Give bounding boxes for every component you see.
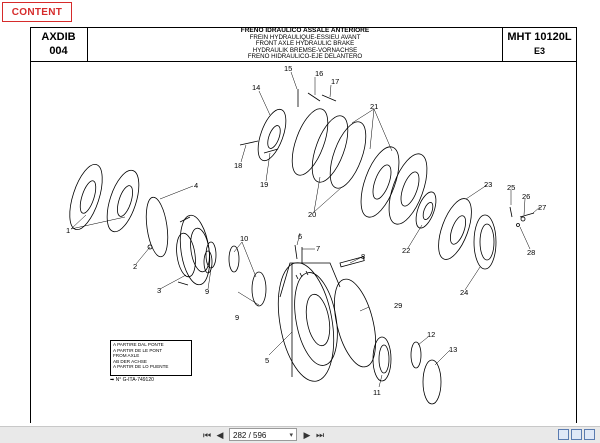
title-code-line-1: AXDIB (41, 31, 76, 43)
callout-26: 26 (522, 192, 530, 201)
skip-first-icon[interactable]: ⏮ (202, 430, 212, 440)
callout-12: 12 (427, 330, 435, 339)
callout-29: 29 (394, 301, 402, 310)
page-value: 282 / 596 (233, 431, 267, 440)
callout-9a: 9 (205, 287, 209, 296)
legend-line-en: FROM AXLE (113, 353, 140, 359)
callout-5: 5 (265, 356, 269, 365)
chevron-down-icon[interactable]: ▾ (289, 432, 293, 439)
callout-17: 17 (331, 77, 339, 86)
callout-28: 28 (527, 248, 535, 257)
title-code: AXDIB 004 (30, 27, 87, 60)
frame-divider-left (87, 27, 88, 61)
serial-note: ➡ N° G-ITA-749120 (110, 377, 154, 383)
callout-18: 18 (234, 161, 242, 170)
single-page-view-icon[interactable] (558, 429, 569, 440)
title-fr: FREIN HYDRAULIQUE-ESSIEU AVANT (249, 33, 361, 41)
callout-15: 15 (284, 64, 292, 73)
page-input[interactable]: 282 / 596 ▾ (229, 428, 297, 441)
title-en: FRONT AXLE HYDRAULIC BRAKE (255, 40, 355, 47)
two-page-view-icon[interactable] (571, 429, 582, 440)
grid-view-icon[interactable] (584, 429, 595, 440)
callout-8: 8 (361, 252, 365, 261)
title-code-line-2: 004 (49, 45, 68, 57)
callout-23: 23 (484, 180, 492, 189)
frame-left (30, 27, 31, 423)
drawing-sheet: AXDIB 004 FRENO IDRAULICO ASSALE ANTERIO… (30, 27, 577, 423)
legend-box: A PARTIRE DAL PONTE A PARTIR DE LE PONT … (110, 340, 192, 376)
callout-3: 3 (157, 286, 161, 295)
callout-7: 7 (316, 244, 320, 253)
callout-2: 2 (133, 262, 137, 271)
frame-title-divider (30, 61, 577, 62)
title-descriptions: FRENO IDRAULICO ASSALE ANTERIORE FREIN H… (170, 27, 440, 61)
frame-right (576, 27, 577, 423)
callout-6: 6 (298, 232, 302, 241)
callout-16: 16 (315, 69, 323, 78)
serial-number: N° G-ITA-749120 (115, 377, 154, 383)
arrow-icon: ➡ (110, 377, 115, 383)
skip-last-icon[interactable]: ⏭ (315, 430, 325, 440)
legend-line-es: A PARTIR DE LO PUENTE (113, 364, 169, 370)
title-es: FRENO HIDRAULICO-EJE DELANTERO (247, 53, 363, 60)
legend-line-it: A PARTIRE DAL PONTE (113, 342, 164, 347)
title-it: FRENO IDRAULICO ASSALE ANTERIORE (240, 27, 370, 34)
next-icon[interactable]: ▶ (303, 430, 311, 440)
content-badge[interactable]: CONTENT (2, 2, 72, 22)
callout-13: 13 (449, 345, 457, 354)
title-de: HYDRAULIK BREMSE-VORNACHSE (252, 46, 358, 54)
frame-top (30, 27, 577, 28)
callout-25: 25 (507, 183, 515, 192)
callout-19: 19 (260, 180, 268, 189)
title-model: MHT 10120L E3 (502, 27, 577, 60)
callout-4: 4 (194, 181, 198, 190)
callout-1: 1 (66, 226, 70, 235)
callout-20a: 20 (308, 210, 316, 219)
callout-11: 11 (373, 388, 381, 397)
callout-9b: 9 (235, 313, 239, 322)
previous-icon[interactable]: ◀ (216, 430, 224, 440)
model-sub: E3 (533, 46, 545, 56)
exploded-brake-diagram: 1 2 3 4 5 6 7 8 9 9 10 11 12 13 14 15 16… (66, 64, 546, 405)
viewer-toolbar: ⏮ ◀ 282 / 596 ▾ ▶ ⏭ (0, 426, 600, 443)
callout-24: 24 (460, 288, 468, 297)
frame-divider-right (502, 27, 503, 61)
callout-14: 14 (252, 83, 260, 92)
model-name: MHT 10120L (507, 31, 572, 43)
callout-27: 27 (538, 203, 546, 212)
callout-10: 10 (240, 234, 248, 243)
callout-21: 21 (370, 102, 378, 111)
callout-22: 22 (402, 246, 410, 255)
legend-line-de: AB DER ACHSE (113, 358, 147, 364)
legend-line-fr: A PARTIR DE LE PONT (113, 347, 163, 353)
